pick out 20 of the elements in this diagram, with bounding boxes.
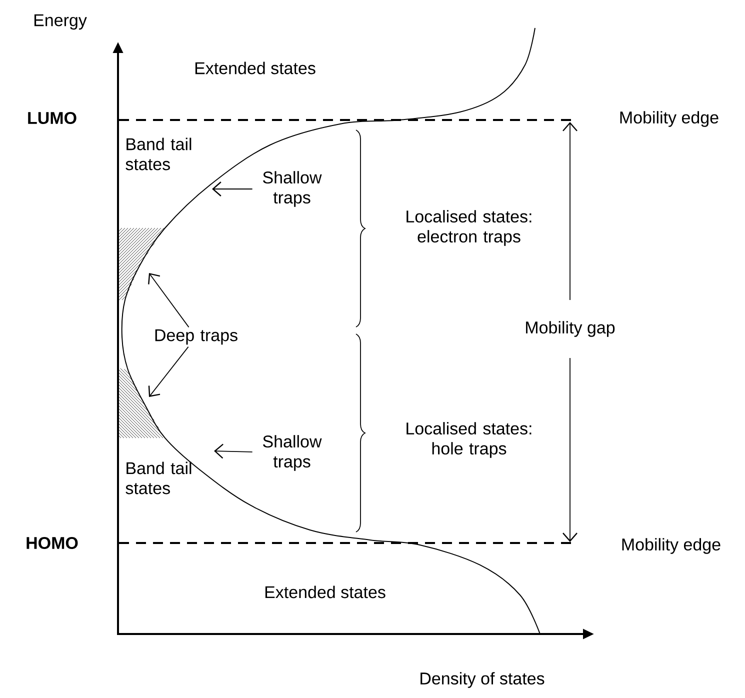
text-label: Localised states: hole traps [406, 422, 532, 458]
leader-arrow [148, 346, 189, 397]
text-label: HOMO [26, 536, 78, 549]
callout-text: Shallow traps [263, 171, 322, 207]
text-label: Mobility edge [622, 538, 720, 554]
leader-arrow [212, 182, 253, 196]
text-label: Extended states [195, 62, 316, 74]
leader-arrow [148, 272, 190, 328]
text-label: Mobility gap [526, 321, 615, 337]
text-label: Energy [34, 14, 87, 30]
callout-text: Shallow traps [263, 435, 322, 471]
text-label: LUMO [28, 112, 76, 124]
leader-arrow [214, 444, 253, 459]
text-label: Mobility edge [620, 111, 718, 127]
text-label: Band tail states [126, 462, 192, 494]
text-label: Density of states [420, 672, 544, 688]
callout-text: Deep traps [155, 329, 238, 345]
text-label: Localised states: electron traps [406, 210, 532, 246]
text-label: Band tail states [126, 138, 192, 170]
text-label: Extended states [265, 586, 386, 598]
